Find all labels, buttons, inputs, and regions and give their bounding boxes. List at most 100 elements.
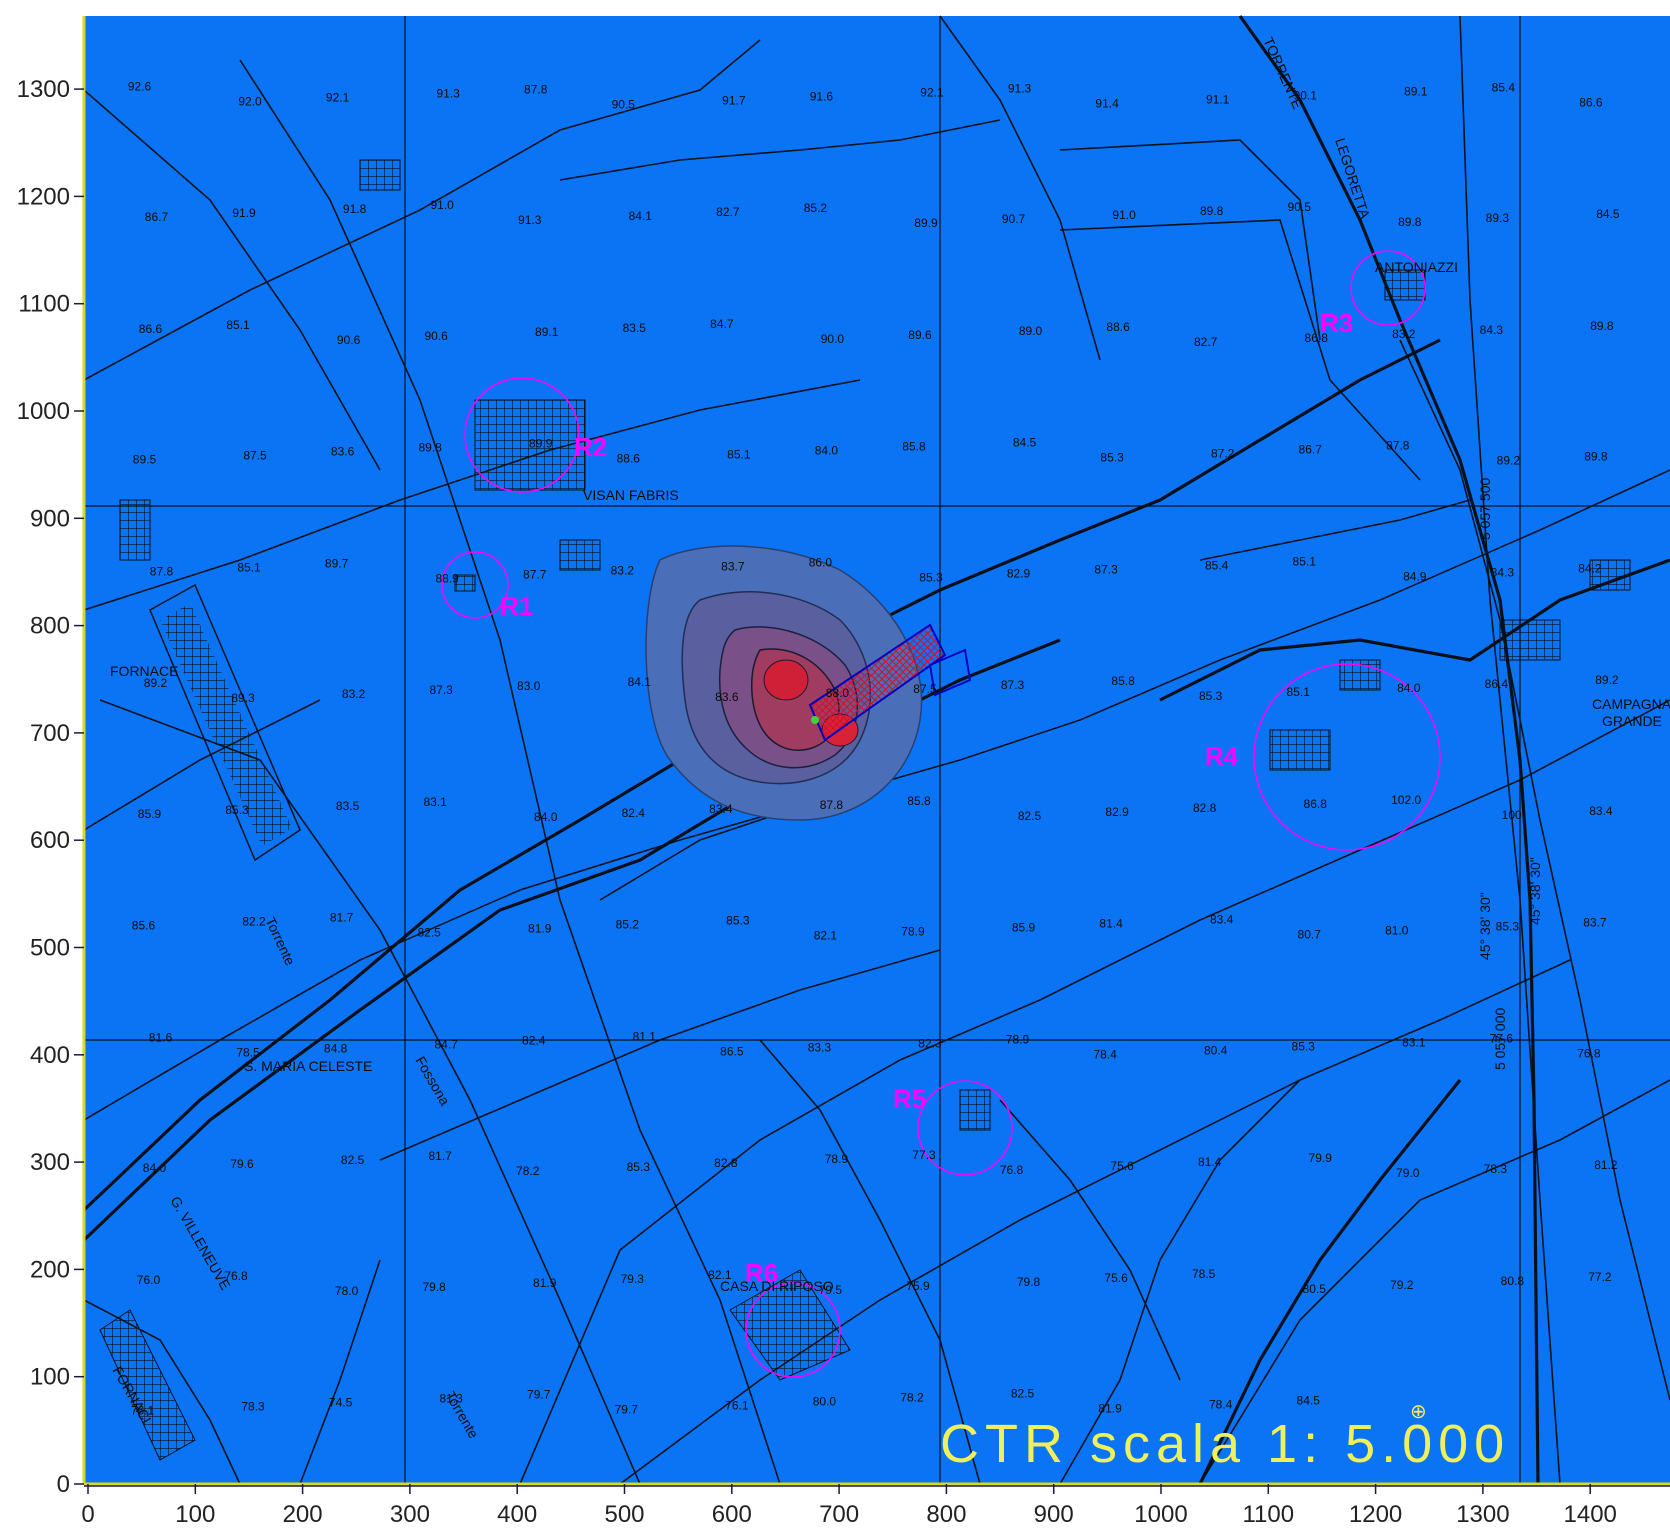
spot-height: 78.2 [900, 1391, 924, 1405]
x-tick-label: 1300 [1456, 1501, 1509, 1528]
spot-height: 85.3 [919, 570, 943, 584]
spot-height: 85.2 [616, 918, 640, 932]
spot-height: 87.3 [429, 683, 453, 697]
y-tick-label: 1000 [17, 398, 70, 425]
spot-height: 85.9 [138, 807, 162, 821]
receptors: R1 R2 R3 R4 R5 R6 [441, 250, 1441, 1378]
spot-height: 83.2 [1392, 327, 1416, 341]
spot-height: 85.8 [907, 794, 931, 808]
parcel-line [1059, 139, 1321, 341]
place-label: S. MARIA CELESTE [244, 1058, 372, 1074]
spot-height: 90.0 [821, 332, 845, 346]
spot-height: 85.3 [1292, 1039, 1316, 1053]
x-tick-label: 0 [81, 1501, 94, 1528]
spot-height: 85.3 [1100, 451, 1124, 465]
spot-height: 82.4 [522, 1033, 546, 1047]
parcel-line [999, 1099, 1181, 1381]
receptor-circle-r2[interactable] [464, 377, 580, 493]
lower-road [1198, 1079, 1462, 1485]
spot-height: 84.7 [710, 317, 734, 331]
spot-height: 88.0 [826, 686, 850, 700]
spot-height: 90.7 [1002, 212, 1026, 226]
spot-height: 89.9 [914, 216, 938, 230]
spot-height: 84.5 [1297, 1394, 1321, 1408]
spot-height: 79.8 [1017, 1275, 1041, 1289]
spot-height: 90.5 [1288, 200, 1312, 214]
spot-height: 79.7 [615, 1403, 639, 1417]
spot-height: 81.7 [428, 1149, 452, 1163]
place-label: FORNACE [110, 663, 178, 679]
y-tick-label: 1200 [17, 183, 70, 210]
spot-height: 86.6 [139, 322, 163, 336]
spot-height: 91.7 [722, 93, 746, 107]
x-tick-label: 200 [283, 1501, 323, 1528]
spot-height: 85.1 [727, 448, 751, 462]
spot-height: 89.2 [1595, 673, 1619, 687]
spot-height: 78.3 [241, 1400, 265, 1414]
spot-height: 89.8 [1584, 450, 1608, 464]
dispersion-plume [645, 545, 972, 821]
source-area [808, 623, 947, 742]
spot-height: 83.4 [1589, 804, 1613, 818]
spot-height: 75.6 [1110, 1159, 1134, 1173]
spot-height: 91.3 [1008, 81, 1032, 95]
spot-height: 81.2 [1594, 1158, 1618, 1172]
y-tick-label: 1100 [18, 291, 70, 318]
spot-height: 78.0 [335, 1284, 359, 1298]
spot-height: 76.0 [137, 1273, 161, 1287]
spot-height: 76.8 [1000, 1163, 1024, 1177]
spot-height: 85.2 [804, 201, 828, 215]
spot-height: 86.7 [1299, 443, 1323, 457]
spot-height: 88.9 [435, 571, 459, 585]
spot-height: 84.9 [1403, 569, 1427, 583]
receptor-label-r5: R5 [893, 1084, 926, 1114]
spot-height: 87.2 [1211, 447, 1235, 461]
spot-height: 82.8 [714, 1156, 738, 1170]
spot-height: 79.7 [527, 1388, 551, 1402]
spot-height: 83.3 [808, 1040, 832, 1054]
spot-height: 83.6 [331, 445, 355, 459]
x-tick-label: 1200 [1349, 1501, 1402, 1528]
spot-height: 78.5 [1192, 1267, 1216, 1281]
spot-height: 82.5 [1011, 1387, 1035, 1401]
receptor-circle-r5[interactable] [917, 1080, 1013, 1176]
spot-height: 87.7 [523, 567, 547, 581]
spot-height: 75.6 [1104, 1271, 1128, 1285]
y-tick-label: 700 [30, 720, 70, 747]
spot-height: 82.7 [716, 205, 740, 219]
spot-height: 85.3 [1496, 920, 1520, 934]
spot-height: 91.0 [1112, 208, 1136, 222]
receptor-label-r1: R1 [500, 591, 533, 621]
y-tick-label: 900 [30, 505, 70, 532]
parcel-line [83, 699, 321, 831]
y-tick-label: 100 [30, 1364, 70, 1391]
spot-height: 89.2 [1497, 454, 1521, 468]
spot-height: 79.8 [422, 1280, 446, 1294]
spot-height: 88.6 [617, 452, 641, 466]
spot-height: 85.8 [902, 440, 926, 454]
spot-height: 92.1 [920, 85, 944, 99]
spot-height: 84.1 [629, 209, 653, 223]
spot-height: 78.2 [516, 1164, 540, 1178]
spot-height: 90.1 [1294, 88, 1318, 102]
receptor-circle-r6[interactable] [745, 1282, 841, 1378]
coord-label: 45° 38' 30" [1527, 857, 1543, 925]
x-tick-label: 1000 [1134, 1501, 1187, 1528]
building [1269, 729, 1331, 771]
spot-height: 84.5 [1013, 436, 1037, 450]
spot-height: 83.4 [1210, 913, 1234, 927]
spot-height: 81.4 [1099, 917, 1123, 931]
receptor-label-r3: R3 [1320, 308, 1353, 338]
x-tick-label: 1400 [1564, 1501, 1617, 1528]
receptor-circle-r4[interactable] [1253, 663, 1441, 851]
y-tick-label: 1300 [17, 76, 70, 103]
receptor-circle-r3[interactable] [1350, 250, 1426, 326]
x-tick-label: 1100 [1242, 1501, 1294, 1528]
spot-height: 100 [1502, 808, 1522, 822]
spot-height: 78.3 [1484, 1162, 1508, 1176]
industrial-block [99, 583, 301, 1461]
spot-height: 89.6 [908, 328, 932, 342]
receptor-circle-r1[interactable] [441, 551, 509, 619]
